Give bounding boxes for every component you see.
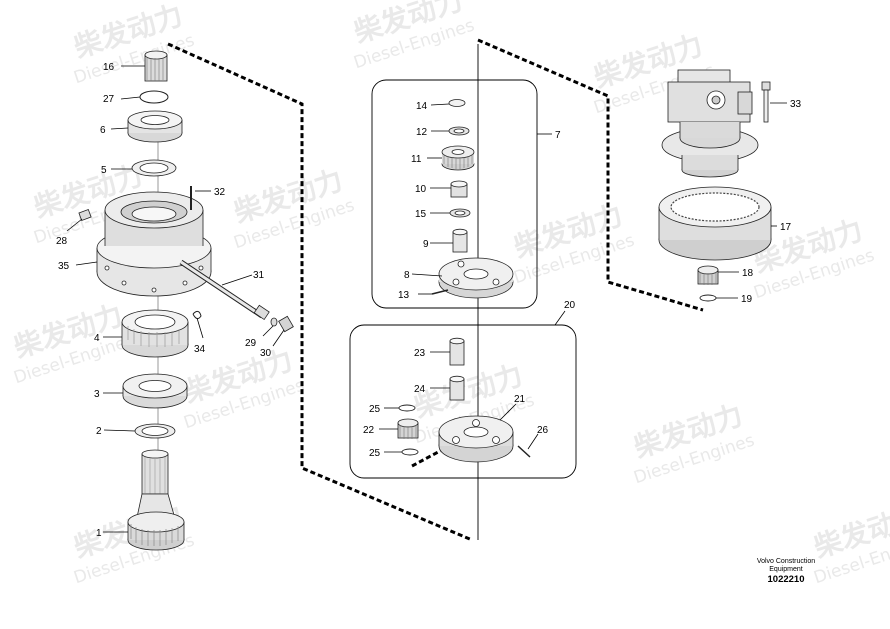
- part-22-planet-gear: [397, 418, 419, 439]
- callout-8: 8: [404, 270, 410, 281]
- part-4-roller-bearing: [121, 309, 189, 358]
- callout-15: 15: [415, 209, 427, 220]
- callout-1: 1: [96, 528, 102, 539]
- part-28-plug: [78, 209, 92, 221]
- callout-19: 19: [741, 294, 753, 305]
- part-23-pin: [449, 337, 465, 366]
- callout-20: 20: [564, 300, 576, 311]
- callout-34: 34: [194, 344, 206, 355]
- callout-13: 13: [398, 290, 410, 301]
- callout-9: 9: [423, 239, 429, 250]
- part-25-washer-upper: [398, 404, 416, 412]
- callout-22: 22: [363, 425, 375, 436]
- callout-31: 31: [253, 270, 265, 281]
- callout-25-lower: 25: [369, 448, 381, 459]
- callout-7: 7: [555, 130, 561, 141]
- part-13-spring-pin: [431, 289, 449, 295]
- part-35-housing: [96, 191, 212, 297]
- part-19-washer: [699, 294, 717, 302]
- callout-25-upper: 25: [369, 404, 381, 415]
- part-11-planet-gear: [441, 145, 475, 171]
- part-24-bushing: [449, 375, 465, 401]
- part-27-snap-ring: [139, 90, 169, 104]
- callout-11: 11: [411, 154, 422, 165]
- part-8-carrier: [438, 257, 514, 299]
- callout-10: 10: [415, 184, 427, 195]
- assembly-dashed-lines: [167, 38, 704, 542]
- callout-17: 17: [780, 222, 792, 233]
- part-18-gear: [697, 265, 719, 285]
- part-26-spring-pin: [517, 445, 531, 458]
- callout-28: 28: [56, 236, 68, 247]
- caption-drawing-number: 1022210: [768, 574, 805, 585]
- part-31-pipe: [179, 259, 270, 321]
- callout-12: 12: [416, 127, 428, 138]
- subassembly-box-20: [349, 324, 577, 479]
- part-9-pin: [452, 228, 468, 253]
- part-1-shaft: [127, 449, 185, 551]
- callout-6: 6: [100, 125, 106, 136]
- part-15-washer: [449, 208, 471, 218]
- part-10-bushing: [450, 180, 468, 198]
- part-25-washer-lower: [401, 448, 419, 456]
- callout-16: 16: [103, 62, 115, 73]
- part-3-bearing: [122, 373, 188, 409]
- caption-block: Volvo Construction Equipment 1022210: [757, 558, 815, 585]
- callout-26: 26: [537, 425, 549, 436]
- part-6-bearing: [127, 110, 183, 143]
- callout-32: 32: [214, 187, 226, 198]
- part-33-bolt: [761, 81, 771, 123]
- callout-35: 35: [58, 261, 70, 272]
- dashed-line-right: [477, 38, 704, 312]
- part-17-ring-gear: [658, 186, 772, 261]
- callout-4: 4: [94, 333, 100, 344]
- part-motor: [661, 69, 759, 178]
- callout-21: 21: [514, 394, 526, 405]
- caption-company-line1: Volvo Construction: [757, 558, 815, 565]
- part-16-pinion: [144, 50, 168, 82]
- callout-5: 5: [101, 165, 107, 176]
- callout-23: 23: [414, 348, 426, 359]
- callout-33: 33: [790, 99, 802, 110]
- part-14-thrust-plate: [448, 99, 466, 107]
- part-21-carrier: [438, 415, 514, 463]
- callout-29: 29: [245, 338, 257, 349]
- callout-labels: 16 27 6 5 32 28 35 31 34 29 30 4 3 2 1 1…: [56, 62, 802, 539]
- callout-18: 18: [742, 268, 754, 279]
- part-5-seal: [131, 159, 177, 177]
- callout-2: 2: [96, 426, 102, 437]
- subassembly-box-7: [371, 79, 538, 309]
- part-2-ring: [134, 423, 176, 439]
- callout-14: 14: [416, 101, 428, 112]
- callout-27: 27: [103, 94, 115, 105]
- callout-30: 30: [260, 348, 272, 359]
- part-29-30-fitting: [270, 315, 294, 333]
- part-12-washer: [448, 126, 470, 136]
- part-34-clip: [192, 310, 202, 320]
- callout-24: 24: [414, 384, 426, 395]
- callout-3: 3: [94, 389, 100, 400]
- leader-lines: [66, 65, 787, 533]
- caption-company-line2: Equipment: [769, 566, 803, 573]
- dashed-line-left: [167, 42, 473, 542]
